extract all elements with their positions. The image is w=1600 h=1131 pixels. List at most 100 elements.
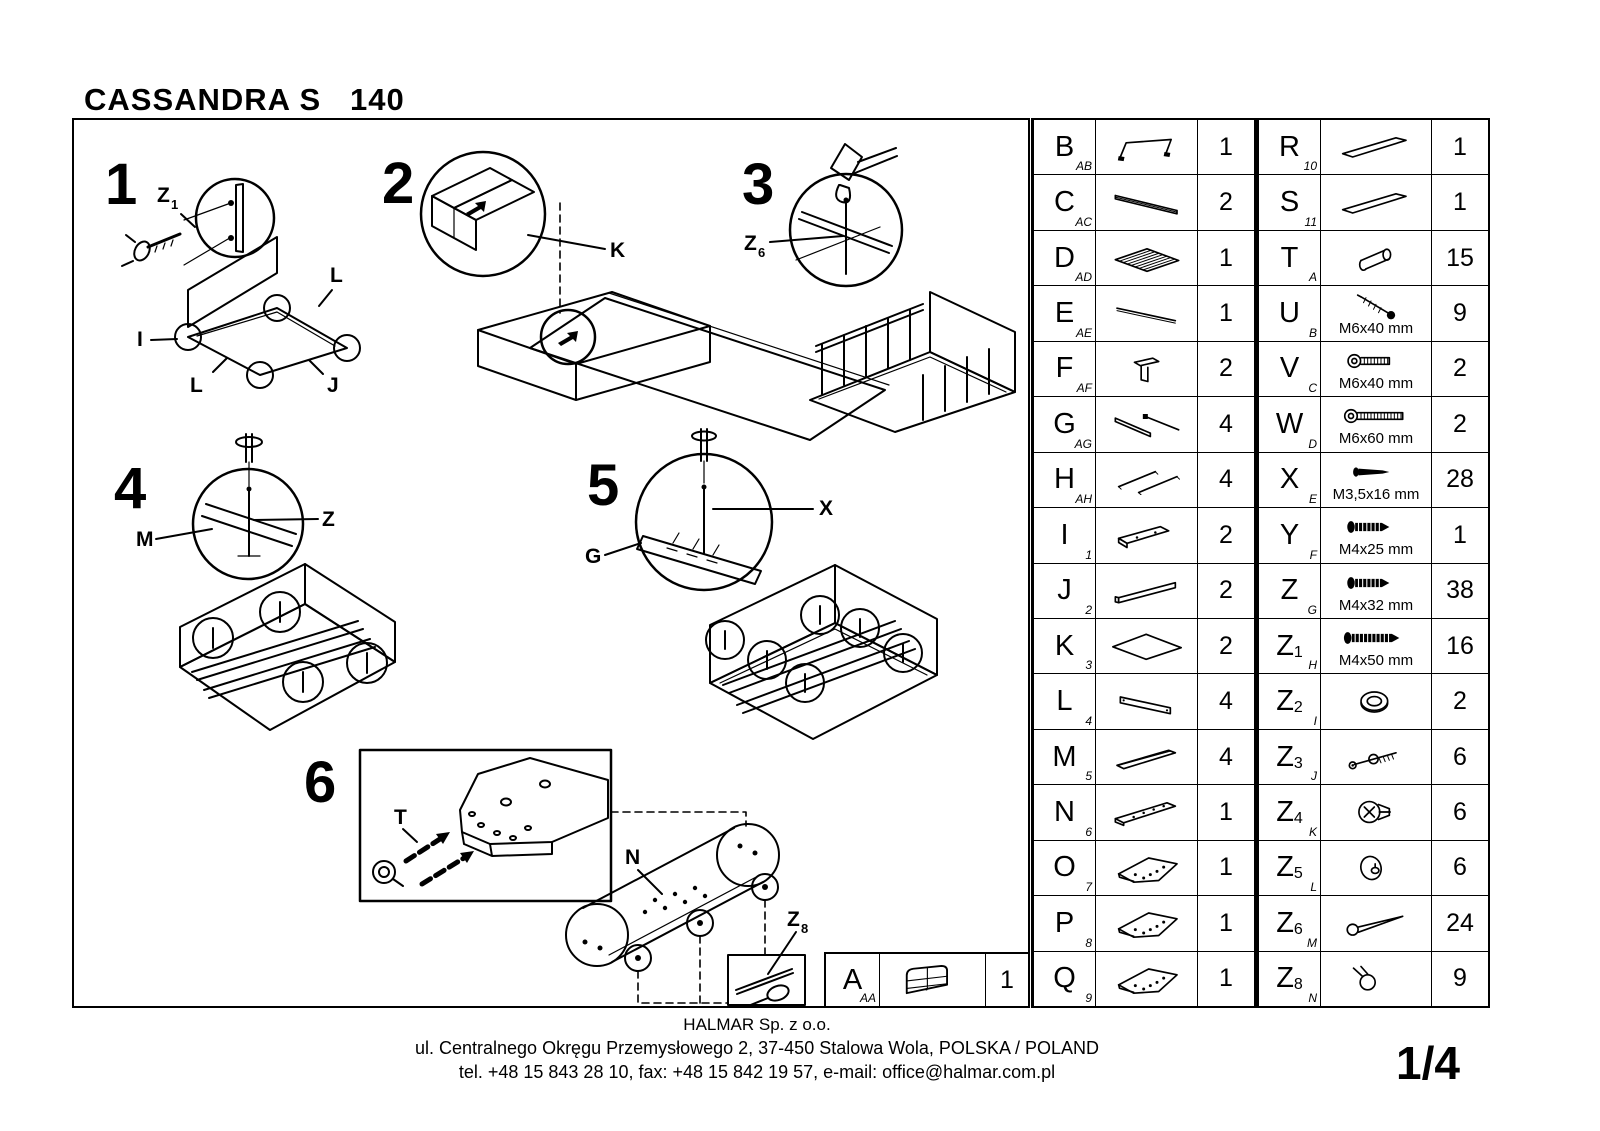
part-icon-cell: M6x40 mm: [1321, 286, 1432, 341]
part-qty: 15: [1446, 243, 1474, 272]
part-icon-cell: [1096, 230, 1198, 286]
cap-icon: [1359, 855, 1383, 881]
part-icon-cell: [1321, 175, 1432, 230]
part-qty: 1: [1219, 853, 1233, 882]
label-z6: Z: [744, 232, 757, 255]
label-k: K: [610, 239, 625, 262]
part-icon-cell: [1321, 120, 1432, 175]
part-icon-cell: [1321, 951, 1432, 1006]
part-qty: 28: [1446, 465, 1474, 494]
screw-icon: [1347, 576, 1390, 589]
page-number: 1/4: [1396, 1037, 1460, 1089]
part-icon-cell: [1321, 840, 1432, 896]
part-icon-cell: [1096, 618, 1198, 674]
part-qty: 2: [1453, 409, 1467, 438]
label-m: M: [136, 528, 154, 551]
flat-strip-icon: [1341, 192, 1407, 214]
label-x: X: [819, 497, 833, 520]
thin-rails-icon: [1117, 470, 1180, 495]
svg-text:1: 1: [171, 197, 178, 212]
part-icon-cell: M4x50 mm: [1321, 618, 1432, 674]
bolt-long-icon: [1343, 409, 1404, 424]
company-contact: tel. +48 15 843 28 10, fax: +48 15 842 1…: [458, 1062, 1056, 1082]
step-5-number: 5: [587, 453, 619, 518]
part-qty: 6: [1453, 742, 1467, 771]
strip-panel-icon: [1119, 695, 1171, 715]
board-holes-icon: [1117, 857, 1178, 883]
part-icon-cell: [1096, 286, 1198, 341]
rails-pair-icon: [1114, 414, 1179, 438]
part-qty: 2: [1219, 520, 1233, 549]
part-qty: 4: [1219, 742, 1233, 771]
step-3-diagram: 3 Z 6: [742, 143, 1016, 433]
part-qty: 2: [1219, 354, 1233, 383]
panel-long-icon: [1114, 581, 1176, 604]
part-qty: 1: [1219, 964, 1233, 993]
step-1-diagram: 1 Z 1 L I L J: [105, 152, 361, 397]
part-icon-cell: [1096, 563, 1198, 618]
step-6-diagram: 6 T N Z 8: [304, 748, 808, 1007]
rail-icon: [1114, 194, 1178, 215]
part-icon-cell: [1096, 951, 1198, 1006]
step-2-diagram: 2 K: [382, 150, 890, 441]
part-qty: 2: [1453, 687, 1467, 716]
page-title: CASSANDRA S 140: [84, 82, 405, 117]
part-qty: 1: [1453, 188, 1467, 217]
part-icon-cell: [1321, 674, 1432, 729]
board-holes-icon: [1117, 912, 1178, 939]
label-z8: Z: [787, 908, 800, 931]
part-qty: 2: [1219, 631, 1233, 660]
label-z: Z: [322, 508, 335, 531]
step-3-number: 3: [742, 152, 774, 217]
part-qty: 6: [1453, 853, 1467, 882]
part-qty: 4: [1219, 465, 1233, 494]
part-icon-cell: [1321, 896, 1432, 951]
step-1-number: 1: [105, 152, 137, 217]
part-icon-cell: [1096, 785, 1198, 840]
screw-icon: [1347, 521, 1390, 534]
part-icon-cell: [1096, 896, 1198, 951]
screw-small-icon: [1353, 467, 1390, 477]
headboard-icon: [905, 965, 948, 995]
washer-icon: [1360, 690, 1389, 713]
part-icon-cell: [880, 954, 986, 1006]
